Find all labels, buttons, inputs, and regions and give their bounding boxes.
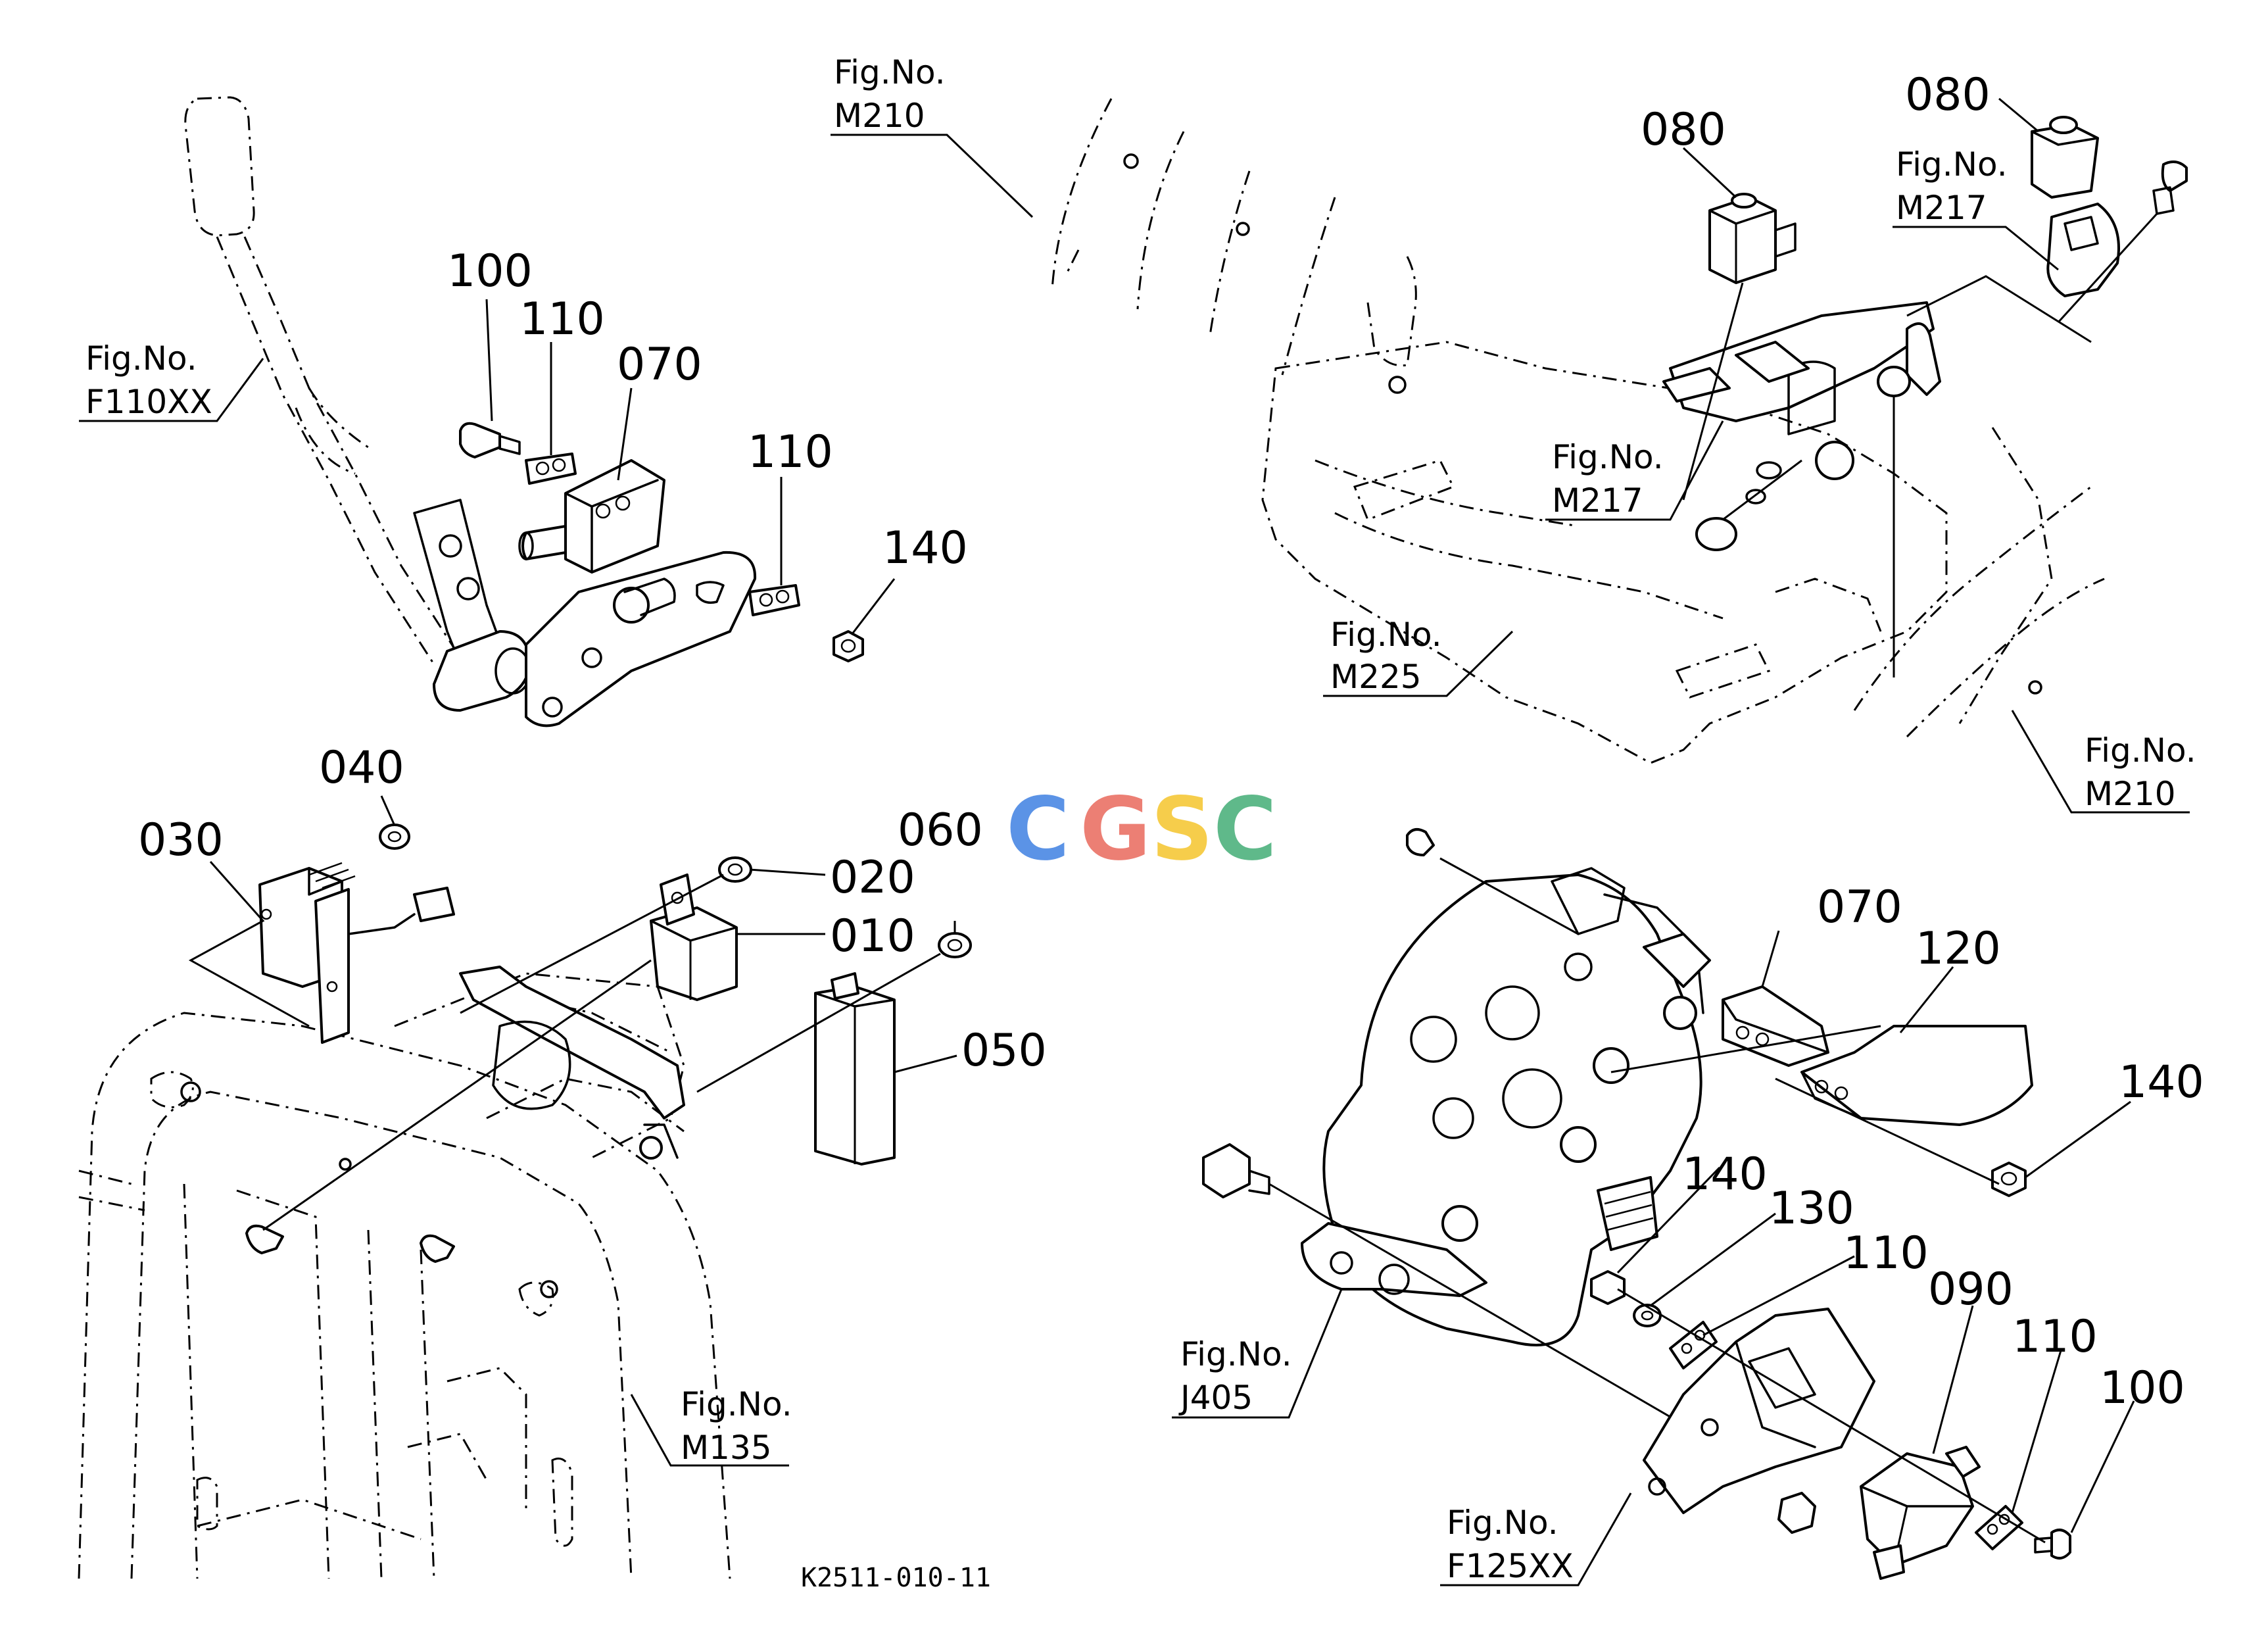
fig-ref-m210: M210: [2085, 775, 2176, 813]
fig-ref-prefix: Fig.No.: [1552, 438, 1664, 476]
part-label-140: 140: [2119, 1056, 2204, 1108]
pump-switch-assembly: [1172, 828, 2135, 1586]
part-label-110: 110: [748, 426, 833, 478]
fig-ref-prefix: Fig.No.: [1447, 1504, 1558, 1542]
watermark-letter-c2: C: [1213, 779, 1277, 880]
fig-ref-prefix: Fig.No.: [1180, 1335, 1292, 1373]
fig-ref-prefix: Fig.No.: [681, 1385, 792, 1423]
floor-switch-assembly: [831, 97, 2190, 814]
part-label-040: 040: [319, 742, 404, 794]
lever-assembly: [79, 96, 896, 727]
fig-ref-m135: M135: [681, 1429, 772, 1467]
watermark-letter-c1: C: [1006, 779, 1070, 880]
watermark-letter-g: G: [1080, 779, 1151, 880]
part-label-080: 080: [1905, 69, 1991, 121]
part-label-070: 070: [617, 339, 702, 391]
fig-ref-prefix: Fig.No.: [85, 339, 197, 378]
fig-ref-m217: M217: [1552, 481, 1643, 520]
fig-ref-m210: M210: [834, 97, 925, 135]
part-label-050: 050: [961, 1025, 1047, 1077]
part-label-100: 100: [447, 245, 533, 297]
part-label-140: 140: [1682, 1148, 1768, 1200]
part-label-100: 100: [2100, 1362, 2185, 1414]
fig-ref-prefix: Fig.No.: [1330, 616, 1442, 654]
fig-ref-m217: M217: [1896, 189, 1987, 227]
part-label-110: 110: [519, 293, 605, 345]
part-label-110: 110: [1843, 1227, 1929, 1279]
part-label-090: 090: [1928, 1264, 2014, 1315]
fig-ref-f110xx: F110XX: [85, 383, 212, 421]
part-label-080: 080: [1641, 104, 1726, 156]
figure-references: Fig.No. F110XX Fig.No. M210 Fig.No. M217…: [85, 53, 2196, 1585]
fig-ref-f125xx: F125XX: [1447, 1547, 1574, 1585]
fig-ref-prefix: Fig.No.: [1896, 145, 2008, 184]
part-number-labels: 100 110 070 110 140 080 080 040 030 020 …: [138, 69, 2204, 1414]
part-label-140: 140: [882, 522, 968, 574]
fig-ref-prefix: Fig.No.: [834, 53, 946, 91]
part-label-020: 020: [830, 852, 915, 904]
part-label-130: 130: [1769, 1183, 1854, 1235]
fig-ref-prefix: Fig.No.: [2085, 731, 2196, 770]
part-label-060: 060: [898, 804, 983, 856]
watermark-letter-s: S: [1151, 779, 1213, 880]
drawing-code: K2511-010-11: [801, 1563, 991, 1593]
part-label-010: 010: [830, 910, 915, 962]
cgsc-watermark: C G S C: [1006, 779, 1277, 880]
part-label-110: 110: [2012, 1311, 2098, 1363]
fig-ref-j405: J405: [1178, 1379, 1253, 1417]
fig-ref-m225: M225: [1330, 658, 1422, 696]
cab-relay-assembly: [78, 795, 972, 1579]
part-label-070: 070: [1817, 881, 1902, 933]
part-label-030: 030: [138, 814, 224, 866]
part-label-120: 120: [1916, 923, 2001, 975]
